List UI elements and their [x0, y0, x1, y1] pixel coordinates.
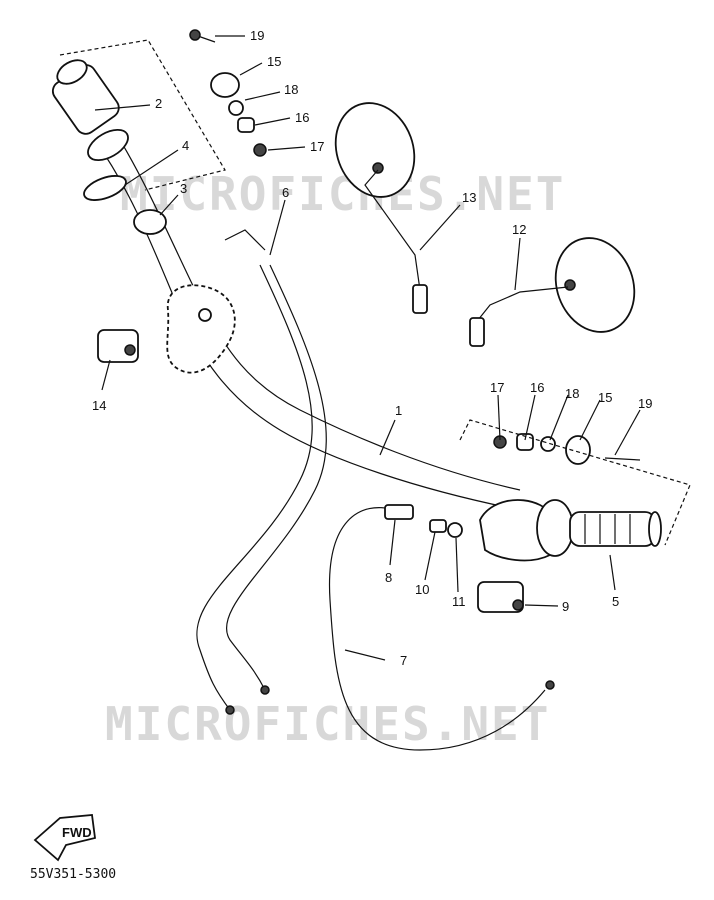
label-7: 7	[400, 653, 407, 668]
label-11: 11	[452, 594, 466, 609]
label-8: 8	[385, 570, 392, 585]
label-17b: 17	[490, 380, 504, 395]
left-grip	[51, 59, 129, 162]
clutch-cables	[196, 229, 327, 715]
label-9: 9	[562, 599, 569, 614]
right-switch-and-grip	[479, 499, 662, 562]
label-18a: 18	[284, 82, 298, 97]
mirror-left	[334, 102, 428, 314]
watermark-bottom: MICROFICHES.NET	[105, 697, 550, 751]
leader-lines	[94, 35, 641, 661]
label-17a: 17	[310, 139, 324, 154]
left-lever-holder	[166, 284, 236, 374]
switch-14	[97, 329, 139, 363]
label-4: 4	[182, 138, 189, 153]
label-6: 6	[282, 185, 289, 200]
fwd-arrow: FWD	[33, 814, 96, 862]
nut-11	[447, 522, 463, 538]
bracket-left	[59, 39, 226, 191]
label-5: 5	[612, 594, 619, 609]
label-12: 12	[512, 222, 526, 237]
label-1: 1	[395, 403, 402, 418]
label-2: 2	[155, 96, 162, 111]
throttle-cable	[328, 507, 555, 751]
adjuster-10	[429, 519, 447, 533]
label-13: 13	[462, 190, 476, 205]
mirror-right	[469, 237, 636, 347]
label-19b: 19	[638, 396, 652, 411]
switch-9	[477, 581, 524, 613]
washer-4	[83, 175, 127, 201]
label-16b: 16	[530, 380, 544, 395]
label-14: 14	[92, 398, 106, 413]
label-10: 10	[415, 582, 429, 597]
label-15b: 15	[598, 390, 612, 405]
adjuster-8	[384, 504, 414, 520]
label-15a: 15	[267, 54, 281, 69]
label-3: 3	[180, 181, 187, 196]
label-18b: 18	[565, 386, 579, 401]
svg-text:FWD: FWD	[62, 825, 92, 840]
diagram-code: 55V351-5300	[30, 867, 116, 882]
label-16a: 16	[295, 110, 309, 125]
holder-3	[133, 209, 167, 235]
watermark-top: MICROFICHES.NET	[120, 167, 565, 221]
mount-parts-left	[189, 29, 267, 157]
label-19a: 19	[250, 28, 264, 43]
